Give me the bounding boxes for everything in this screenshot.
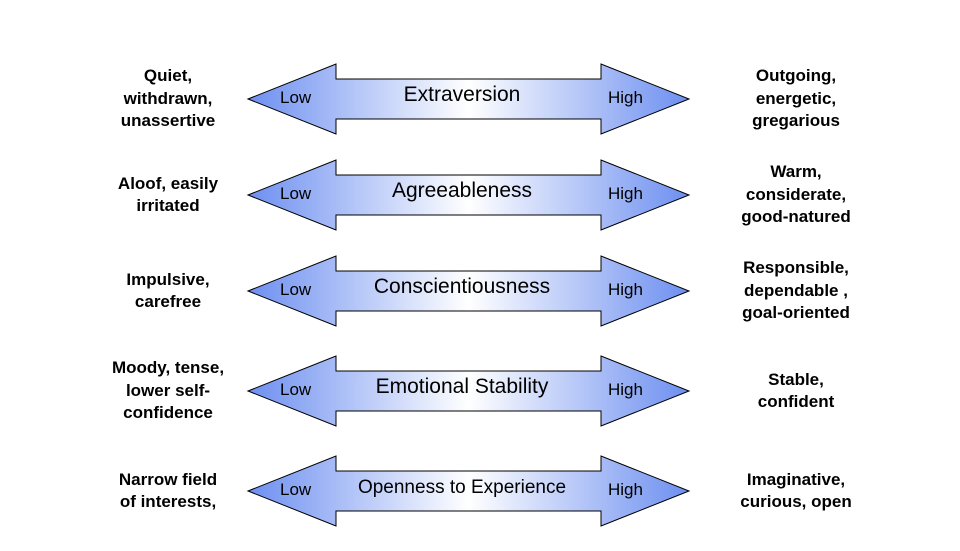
high-descriptor: Imaginative, curious, open — [712, 455, 880, 527]
high-label: High — [608, 480, 643, 499]
double-arrow-shape — [246, 63, 691, 135]
double-arrow-icon: Low Agreeableness High — [246, 159, 691, 231]
low-descriptor: Moody, tense, lower self- confidence — [82, 355, 254, 427]
high-descriptor-text: Warm, considerate, good-natured — [741, 162, 851, 227]
low-label: Low — [280, 380, 312, 399]
low-descriptor: Aloof, easily irritated — [82, 159, 254, 231]
high-descriptor-text: Imaginative, curious, open — [740, 469, 852, 512]
high-descriptor-text: Stable, confident — [757, 369, 835, 412]
high-descriptor: Warm, considerate, good-natured — [712, 159, 880, 231]
double-arrow-icon: Low Extraversion High — [246, 63, 691, 135]
high-label: High — [608, 280, 643, 299]
low-descriptor-text: Moody, tense, lower self- confidence — [111, 358, 225, 423]
low-descriptor: Quiet, withdrawn, unassertive — [82, 63, 254, 135]
high-label: High — [608, 88, 643, 107]
double-arrow-icon: Low Conscientiousness High — [246, 255, 691, 327]
trait-name: Extraversion — [404, 83, 521, 106]
trait-name: Emotional Stability — [376, 375, 549, 398]
high-descriptor: Outgoing, energetic, gregarious — [712, 63, 880, 135]
trait-row: Quiet, withdrawn, unassertive Low Extraver… — [0, 63, 960, 159]
double-arrow-shape — [246, 255, 691, 327]
trait-row: Impulsive, carefree Low Conscientiousness H… — [0, 255, 960, 351]
high-descriptor-text: Responsible, dependable , goal-oriented — [742, 258, 850, 323]
high-label: High — [608, 380, 643, 399]
double-arrow-icon: Low Openness to Experience High — [246, 455, 691, 527]
high-descriptor: Responsible, dependable , goal-oriented — [712, 255, 880, 327]
low-label: Low — [280, 280, 312, 299]
low-descriptor-text: Quiet, withdrawn, unassertive — [120, 66, 216, 131]
high-descriptor-text: Outgoing, energetic, gregarious — [752, 66, 840, 131]
low-label: Low — [280, 184, 312, 203]
low-descriptor: Narrow field of interests, — [82, 455, 254, 527]
high-descriptor: Stable, confident — [712, 355, 880, 427]
double-arrow-shape — [246, 159, 691, 231]
trait-name: Conscientiousness — [374, 275, 550, 298]
low-descriptor: Impulsive, carefree — [82, 255, 254, 327]
trait-row: Moody, tense, lower self- confidence Low E… — [0, 355, 960, 451]
low-label: Low — [280, 88, 312, 107]
trait-name: Agreeableness — [392, 179, 532, 202]
double-arrow-icon: Low Emotional Stability High — [246, 355, 691, 427]
trait-row: Aloof, easily irritated Low Agreeableness H… — [0, 159, 960, 255]
low-descriptor-text: Impulsive, carefree — [126, 269, 210, 312]
low-descriptor-text: Aloof, easily irritated — [117, 173, 219, 216]
trait-name: Openness to Experience — [358, 477, 566, 498]
high-label: High — [608, 184, 643, 203]
low-descriptor-text: Narrow field of interests, — [118, 469, 218, 512]
double-arrow-shape — [246, 355, 691, 427]
trait-row: Narrow field of interests, Low Openness to… — [0, 455, 960, 551]
low-label: Low — [280, 480, 312, 499]
